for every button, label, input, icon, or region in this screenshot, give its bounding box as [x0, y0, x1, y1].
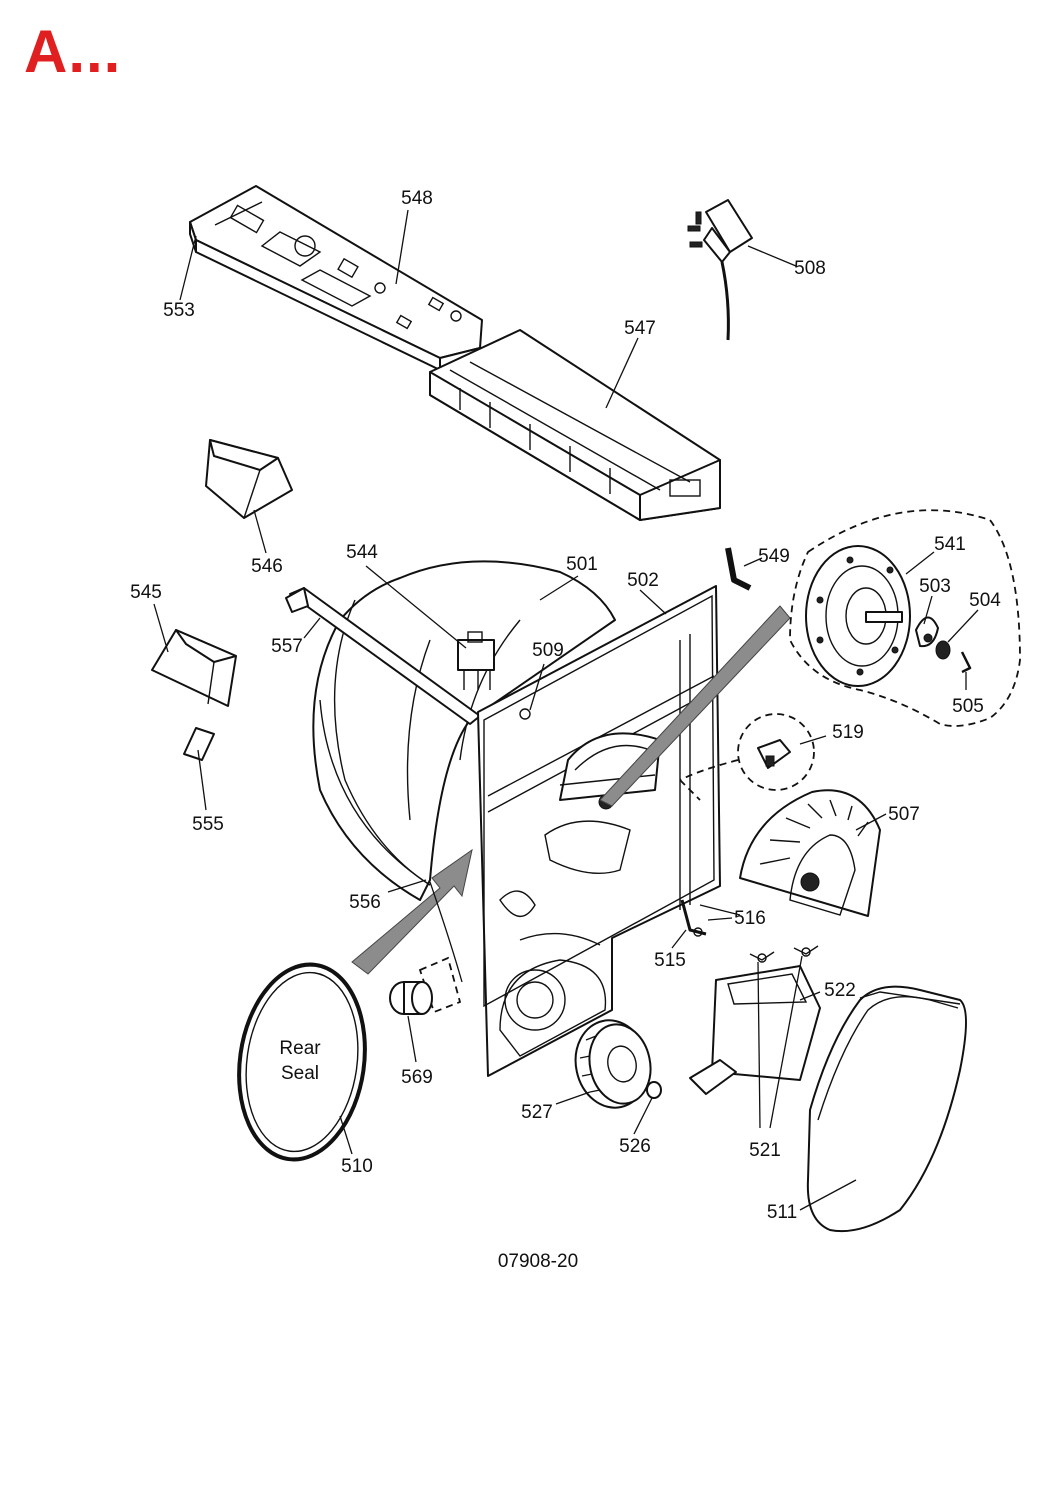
drawing-number: 07908-20	[498, 1251, 578, 1272]
part-548-control-panel	[189, 185, 483, 371]
part-555-tab	[183, 727, 215, 761]
callout-504: 504	[969, 590, 1001, 611]
part-510-rear-seal	[237, 962, 367, 1162]
drive-shaft-beam	[599, 605, 791, 807]
callout-511: 511	[767, 1202, 797, 1223]
part-556-belt	[418, 881, 463, 1014]
callout-541: 541	[934, 534, 966, 555]
rear-seal-label-line2: Seal	[281, 1063, 319, 1084]
callout-557: 557	[271, 636, 303, 657]
part-522-heater-box	[689, 945, 821, 1129]
part-569-roller	[389, 981, 433, 1015]
assembly-direction-arrow	[351, 848, 473, 975]
callout-521: 521	[749, 1140, 781, 1161]
callout-527: 527	[521, 1102, 553, 1123]
callout-556: 556	[349, 892, 381, 913]
leader-lines	[153, 209, 979, 1211]
callout-503: 503	[919, 576, 951, 597]
part-511-cover	[806, 985, 967, 1233]
callout-516: 516	[734, 908, 766, 929]
rear-seal-label-line1: Rear	[279, 1038, 321, 1059]
part-541-bearing-group	[789, 509, 1021, 727]
callout-548: 548	[401, 188, 433, 209]
part-519-connector	[679, 713, 815, 801]
callout-519: 519	[832, 722, 864, 743]
callout-509: 509	[532, 640, 564, 661]
callout-515: 515	[654, 950, 686, 971]
part-546-duct	[205, 439, 293, 519]
callout-553: 553	[163, 300, 195, 321]
callout-510: 510	[341, 1156, 373, 1177]
callout-526: 526	[619, 1136, 651, 1157]
part-501-drum	[312, 560, 616, 901]
callout-569: 569	[401, 1067, 433, 1088]
callout-507: 507	[888, 804, 920, 825]
part-516-pipe	[680, 899, 707, 937]
callout-546: 546	[251, 556, 283, 577]
part-527-fan-wheel	[574, 1019, 652, 1109]
part-544-bracket	[457, 631, 495, 690]
part-557-support-rail	[285, 587, 481, 725]
callout-501: 501	[566, 554, 598, 575]
callout-547: 547	[624, 318, 656, 339]
callout-502: 502	[627, 570, 659, 591]
callout-505: 505	[952, 696, 984, 717]
callout-545: 545	[130, 582, 162, 603]
callout-544: 544	[346, 542, 378, 563]
part-526-nut	[646, 1081, 662, 1099]
callout-555: 555	[192, 814, 224, 835]
part-547-filter-housing	[429, 329, 721, 521]
callout-508: 508	[794, 258, 826, 279]
part-507-vane	[739, 789, 881, 917]
callout-522: 522	[824, 980, 856, 1001]
part-549-hose	[725, 547, 752, 591]
page-heading: A...	[24, 18, 122, 85]
callout-549: 549	[758, 546, 790, 567]
part-508-mains-plug	[687, 199, 753, 341]
part-545-duct	[151, 629, 237, 707]
